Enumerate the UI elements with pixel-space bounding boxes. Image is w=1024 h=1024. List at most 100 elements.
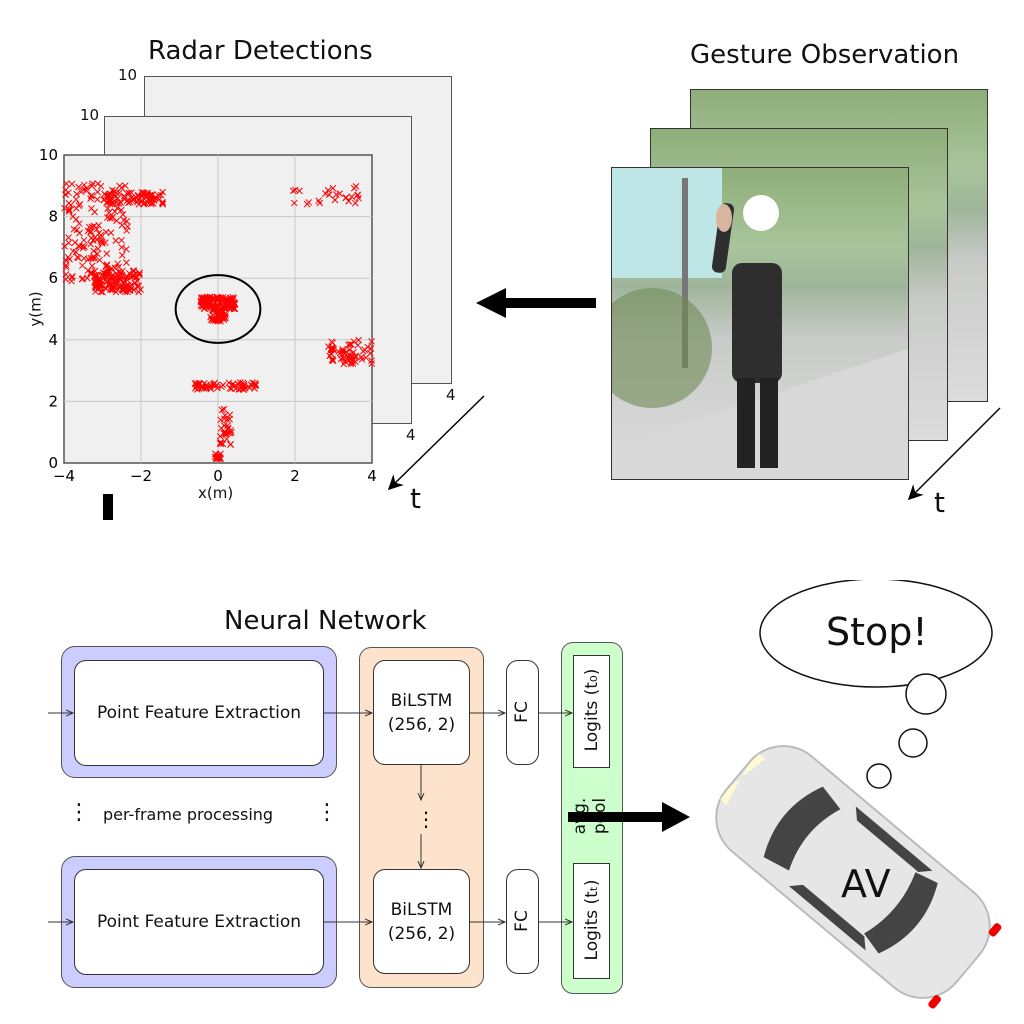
radar-detection-point xyxy=(91,208,98,216)
radar-detection-point xyxy=(124,223,131,230)
radar-detection-point xyxy=(345,357,352,365)
radar-detection-point xyxy=(346,346,353,354)
radar-detection-point xyxy=(72,216,80,223)
radar-detection-point xyxy=(91,267,99,275)
radar-detection-point xyxy=(228,302,235,310)
radar-highlight-circle xyxy=(174,274,262,344)
fc-box-bottom xyxy=(506,869,539,974)
radar-detection-point xyxy=(133,277,141,284)
radar-x-label: x(m) xyxy=(198,484,234,502)
radar-detection-point xyxy=(76,229,83,237)
radar-detection-point xyxy=(105,268,113,276)
radar-detection-point xyxy=(105,209,113,216)
radar-detection-point xyxy=(103,261,111,269)
bushes xyxy=(612,288,712,408)
radar-detection-point xyxy=(68,180,76,188)
radar-detection-point xyxy=(72,204,80,212)
radar-detection-point xyxy=(222,312,229,319)
radar-detection-point xyxy=(159,198,166,206)
radar-detection-point xyxy=(149,195,157,203)
radar-detection-point xyxy=(77,188,85,196)
radar-detection-point xyxy=(65,239,73,247)
per-frame-label: per-frame processing xyxy=(103,805,274,824)
radar-detection-point xyxy=(346,341,354,348)
radar-detection-point xyxy=(112,237,120,245)
radar-detection-point xyxy=(214,384,221,392)
radar-detection-point xyxy=(226,384,234,392)
radar-detection-point xyxy=(121,182,129,190)
radar-detection-point xyxy=(123,284,130,292)
radar-detection-point xyxy=(197,297,205,304)
radar-detection-point xyxy=(218,406,226,414)
radar-detection-point xyxy=(116,189,123,197)
pfe-label-top: Point Feature Extraction xyxy=(96,703,302,723)
radar-detection-point xyxy=(75,243,83,250)
radar-detection-point xyxy=(327,345,335,353)
thought-circle-large xyxy=(905,673,947,715)
radar-detection-point xyxy=(159,199,166,207)
radar-detection-point xyxy=(65,208,73,215)
fc-label-top: FC xyxy=(512,701,532,723)
gesture-frame-1 xyxy=(611,167,909,480)
radar-detection-point xyxy=(104,278,111,285)
logits-box-bottom xyxy=(573,863,610,979)
car-taillight-left xyxy=(988,923,1002,937)
radar-detection-point xyxy=(147,200,155,208)
radar-detection-point xyxy=(110,277,117,285)
radar-detection-point xyxy=(343,348,350,356)
radar-detection-point xyxy=(198,295,205,302)
fc-label-bottom: FC xyxy=(512,910,532,932)
radar-detection-point xyxy=(229,296,237,303)
radar-detection-point xyxy=(66,255,73,263)
radar-detection-point xyxy=(105,267,112,274)
car xyxy=(715,745,1002,1009)
thought-circle-medium xyxy=(898,728,928,758)
radar-frame3-ytick-10: 10 xyxy=(118,66,138,84)
radar-detection-point xyxy=(120,285,128,293)
radar-detection-point xyxy=(88,262,96,270)
person-hand xyxy=(716,204,732,232)
radar-y-tick: 4 xyxy=(48,331,58,349)
radar-detection-point xyxy=(227,441,235,448)
radar-detection-point xyxy=(91,234,99,241)
radar-detection-point xyxy=(66,206,73,214)
radar-detection-point xyxy=(316,199,324,207)
radar-detection-point xyxy=(135,282,143,289)
radar-detection-point xyxy=(328,344,336,351)
car-headlight-right xyxy=(720,779,740,805)
radar-detection-point xyxy=(101,190,108,198)
radar-time-label: t xyxy=(410,482,421,515)
radar-detection-point xyxy=(324,186,332,194)
logits-box-top xyxy=(573,655,610,768)
radar-detection-point xyxy=(368,357,375,365)
radar-detection-point xyxy=(111,208,119,215)
radar-detection-point xyxy=(142,194,150,202)
radar-detection-point xyxy=(123,275,130,283)
radar-detection-point xyxy=(69,247,77,255)
radar-frame2-ytick-10: 10 xyxy=(80,106,100,124)
radar-detection-point xyxy=(62,271,70,278)
radar-detection-point xyxy=(226,429,234,437)
car-side-window-right xyxy=(788,884,866,951)
radar-detection-point xyxy=(105,197,112,204)
radar-detection-point xyxy=(79,244,87,252)
radar-time-arrow xyxy=(387,395,485,491)
radar-detection-point xyxy=(80,255,88,262)
radar-detection-point xyxy=(119,211,127,218)
radar-detection-point xyxy=(62,180,70,188)
radar-detection-point xyxy=(79,262,86,269)
radar-detection-point xyxy=(95,222,103,229)
face-mask xyxy=(743,195,779,231)
radar-detection-point xyxy=(351,354,359,362)
radar-detection-point xyxy=(65,189,72,197)
radar-detection-point xyxy=(362,354,370,362)
pfe-box-bottom: Point Feature Extraction xyxy=(74,869,324,975)
bilstm-top-line2: (256, 2) xyxy=(387,714,456,735)
person-right-leg xyxy=(760,378,778,468)
radar-detection-point xyxy=(368,360,376,368)
radar-detection-point xyxy=(80,181,88,189)
radar-detection-point xyxy=(136,269,143,277)
radar-detection-point xyxy=(73,253,81,261)
radar-detection-point xyxy=(241,384,249,392)
